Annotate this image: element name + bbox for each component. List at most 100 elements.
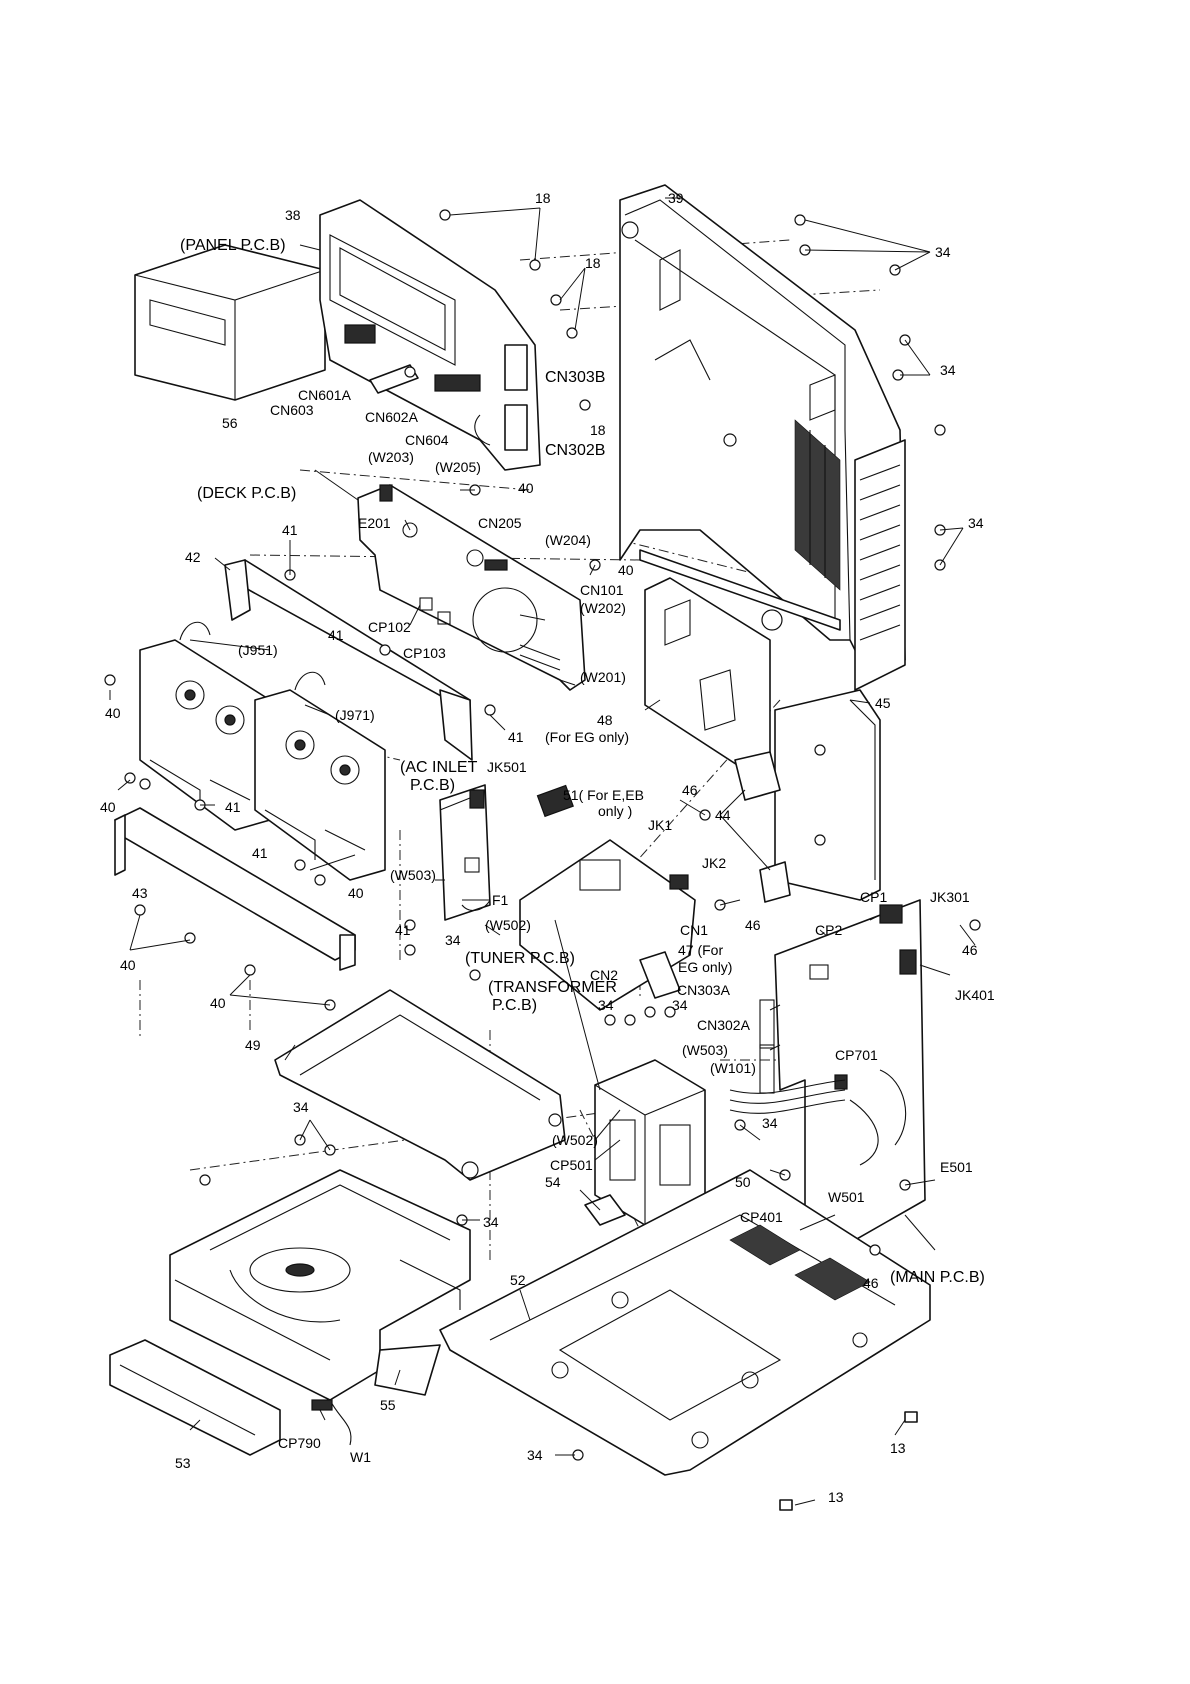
label-40-deck: 40 [518, 480, 534, 496]
label-41-bottom: 41 [395, 922, 411, 938]
label-34-bottom: 34 [527, 1447, 543, 1463]
label-cn603: CN603 [270, 402, 314, 418]
part-45-heatsink [774, 689, 881, 901]
label-f1: F1 [492, 892, 509, 908]
label-46-right: 46 [962, 942, 978, 958]
part-42-bracket [224, 559, 473, 761]
label-w503-ac: (W503) [390, 867, 436, 883]
label-ac-inlet-pcb: P.C.B) [410, 777, 455, 794]
label-w502-ac: (W502) [485, 917, 531, 933]
label-40-right: 40 [618, 562, 634, 578]
label-46-main: 46 [863, 1275, 879, 1291]
label-34-trans-b: 34 [672, 997, 688, 1013]
label-34-shield: 34 [445, 932, 461, 948]
label-cn2: CN2 [590, 967, 618, 983]
label-jk301: JK301 [930, 889, 970, 905]
label-40-bracket: 40 [120, 957, 136, 973]
label-jk1: JK1 [648, 817, 672, 833]
side-fins [859, 464, 901, 641]
label-39: 39 [668, 190, 684, 206]
label-13-b: 13 [828, 1489, 844, 1505]
label-cn303a: CN303A [677, 982, 731, 998]
label-50: 50 [735, 1174, 751, 1190]
label-34-mid: 34 [940, 362, 956, 378]
label-cn604: CN604 [405, 432, 449, 448]
label-ac-inlet: (AC INLET [400, 759, 478, 776]
label-cp401: CP401 [740, 1209, 783, 1225]
rear-vent-grill [794, 419, 841, 591]
label-cn1: CN1 [680, 922, 708, 938]
label-49: 49 [245, 1037, 261, 1053]
label-jk501: JK501 [487, 759, 527, 775]
label-34-side: 34 [968, 515, 984, 531]
label-jk2: JK2 [702, 855, 726, 871]
label-cp790: CP790 [278, 1435, 321, 1451]
label-transformer: (TRANSFORMER [488, 979, 617, 996]
w101-ribbon-cable [729, 1079, 879, 1166]
label-jk401: JK401 [955, 987, 995, 1003]
label-38: 38 [285, 207, 301, 223]
transformer [584, 1059, 706, 1226]
label-e501: E501 [940, 1159, 973, 1175]
label-cn205: CN205 [478, 515, 522, 531]
label-e201: E201 [358, 515, 391, 531]
part-44-brackets [734, 751, 791, 903]
cp790-connector [311, 1399, 333, 1411]
cassette-mechanism-right [254, 671, 386, 881]
part-39-rear-cabinet [619, 184, 906, 691]
label-cn101: CN101 [580, 582, 624, 598]
label-47-eg: EG only) [678, 959, 732, 975]
label-tuner-pcb: (TUNER P.C.B) [465, 950, 575, 967]
part-47-bracket [639, 951, 681, 999]
label-transformer-pcb: P.C.B) [492, 997, 537, 1014]
label-40-left: 40 [105, 705, 121, 721]
part-labels: 18 39 38 (PANEL P.C.B) 18 34 34 CN303B C… [100, 190, 995, 1505]
label-41-left: 41 [252, 845, 268, 861]
label-13-a: 13 [890, 1440, 906, 1456]
label-42: 42 [185, 549, 201, 565]
part-56-panel-cover [134, 244, 326, 401]
part-43-bottom-bracket [114, 807, 356, 971]
label-j951: (J951) [238, 642, 278, 658]
label-w101: (W101) [710, 1060, 756, 1076]
part-13-foot-a [904, 1411, 918, 1423]
label-main-pcb: (MAIN P.C.B) [890, 1269, 985, 1286]
deck-pcb [357, 484, 586, 691]
label-cn601a: CN601A [298, 387, 352, 403]
label-w502-trans: (W502) [552, 1132, 598, 1148]
label-w503-trans: (W503) [682, 1042, 728, 1058]
label-18-low: 18 [590, 422, 606, 438]
label-w501: W501 [828, 1189, 865, 1205]
label-w202: (W202) [580, 600, 626, 616]
label-46-mid: 46 [745, 917, 761, 933]
label-41-mid: 41 [328, 627, 344, 643]
label-48: 48 [597, 712, 613, 728]
label-44: 44 [715, 807, 731, 823]
label-cp501: CP501 [550, 1157, 593, 1173]
label-40-bottom: 40 [210, 995, 226, 1011]
label-43: 43 [132, 885, 148, 901]
label-56: 56 [222, 415, 238, 431]
screws [104, 209, 981, 1461]
part-13-foot-b [779, 1499, 793, 1511]
label-cp102: CP102 [368, 619, 411, 635]
label-54: 54 [545, 1174, 561, 1190]
label-41-top: 41 [282, 522, 298, 538]
label-cp103: CP103 [403, 645, 446, 661]
label-53: 53 [175, 1455, 191, 1471]
label-cn302b: CN302B [545, 442, 605, 459]
label-34-cd-top: 34 [293, 1099, 309, 1115]
part-52-chassis [439, 1169, 931, 1476]
part-53-tray-front [109, 1339, 281, 1456]
label-34-top: 34 [935, 244, 951, 260]
label-47: 47 (For [678, 942, 723, 958]
label-46-top: 46 [682, 782, 698, 798]
label-18-top: 18 [535, 190, 551, 206]
label-40-mid: 40 [100, 799, 116, 815]
label-34-cd: 34 [483, 1214, 499, 1230]
part-55-flat-cable [374, 1344, 441, 1396]
label-for-eg-48: (For EG only) [545, 729, 629, 745]
label-40-low: 40 [348, 885, 364, 901]
label-cn303b: CN303B [545, 369, 605, 386]
